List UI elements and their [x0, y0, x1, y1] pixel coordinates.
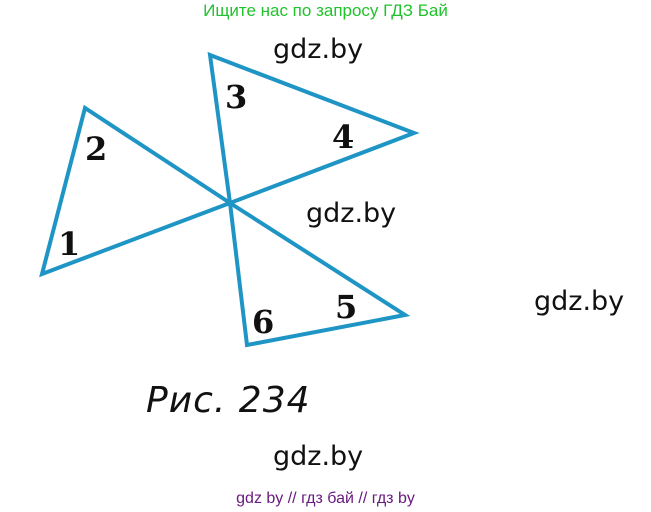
watermark-bottom: gdz.by	[273, 441, 364, 472]
figure-caption: Рис. 234	[146, 380, 311, 421]
angle-label-6: 6	[252, 303, 274, 341]
watermark-right: gdz.by	[534, 286, 625, 317]
angle-label-2: 2	[85, 130, 107, 168]
angle-label-1: 1	[58, 225, 80, 263]
bottom-right-triangle	[227, 199, 411, 348]
angle-label-4: 4	[332, 118, 354, 156]
promo-banner: Ищите нас по запросу ГДЗ Бай	[203, 1, 448, 20]
angle-label-5: 5	[335, 288, 357, 326]
angle-label-3: 3	[225, 78, 247, 116]
watermark-center: gdz.by	[306, 198, 397, 229]
watermark-top: gdz.by	[273, 34, 364, 65]
top-right-triangle	[207, 51, 420, 206]
footer-links: gdz by // гдз бай // гдз by	[236, 490, 415, 507]
left-triangle	[39, 104, 235, 278]
